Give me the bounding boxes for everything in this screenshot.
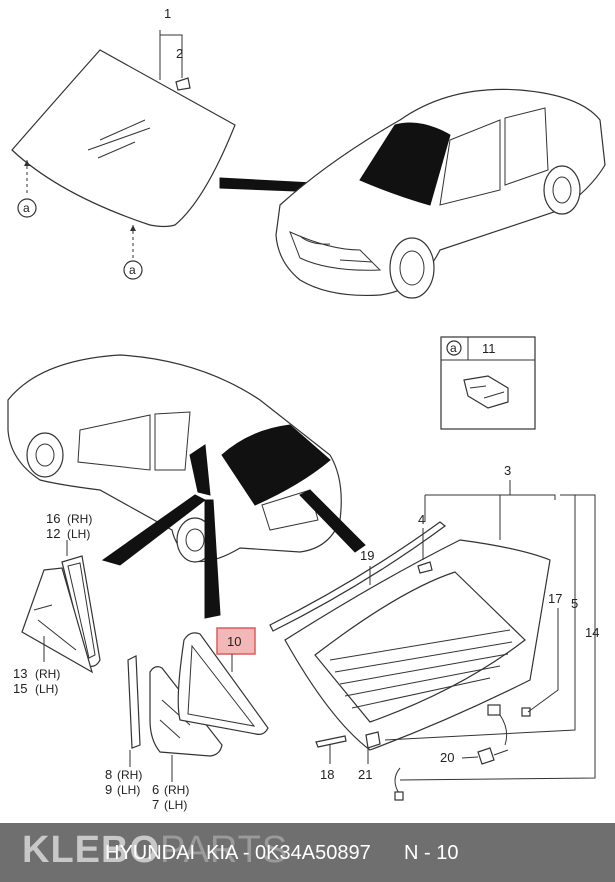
- callout-8: 8: [105, 767, 112, 782]
- highlight-callout-10: [216, 627, 256, 655]
- quarter-glass[interactable]: [21, 567, 93, 674]
- callout-18: 18: [320, 767, 334, 782]
- brand-logo: KLEBOPARTS: [22, 829, 289, 871]
- label-rh: (RH): [164, 783, 189, 797]
- callout-11: 11: [482, 341, 496, 356]
- bolt-20[interactable]: [477, 747, 509, 765]
- rear-window-glass[interactable]: [284, 539, 551, 751]
- callout-10: 10: [227, 634, 241, 649]
- windshield-glass[interactable]: [11, 49, 236, 228]
- callout-15: 15: [13, 681, 27, 696]
- label-rh: (RH): [117, 768, 142, 782]
- leader-line: [160, 34, 183, 78]
- pointer-arrow: [101, 494, 206, 566]
- callout-19: 19: [360, 548, 374, 563]
- footer-bar: KLEBOPARTS HYUNDAI KIA - 0K34A50897 N - …: [0, 823, 615, 882]
- label-rh: (RH): [67, 512, 92, 526]
- ref-a-top: a: [23, 201, 30, 215]
- rear-window-strip-18[interactable]: [315, 735, 347, 748]
- leader-line: [384, 494, 576, 741]
- callout-5: 5: [571, 596, 578, 611]
- callout-2: 2: [176, 46, 183, 61]
- callout-21: 21: [358, 767, 372, 782]
- pointer-arrow: [204, 499, 221, 619]
- wire-harness[interactable]: [394, 704, 531, 801]
- callout-6: 6: [152, 782, 159, 797]
- label-lh: (LH): [117, 783, 140, 797]
- ref-circle-a: [123, 260, 143, 280]
- callout-13: 13: [13, 666, 27, 681]
- mounting-bracket-11[interactable]: [463, 375, 509, 409]
- callout-12: 12: [46, 526, 60, 541]
- label-lh: (LH): [67, 527, 90, 541]
- leader-line: [461, 756, 479, 759]
- callout-7: 7: [152, 797, 159, 812]
- parts-diagram: 1 2 a a a: [7, 6, 606, 812]
- rear-window-molding-19[interactable]: [269, 521, 446, 632]
- label-lh: (LH): [35, 682, 58, 696]
- callout-4: 4: [418, 512, 425, 527]
- callout-3: 3: [504, 463, 511, 478]
- rear-window-clip-4[interactable]: [417, 561, 433, 574]
- leader-line: [527, 608, 559, 713]
- label-rh: (RH): [35, 667, 60, 681]
- leader-line: [399, 494, 596, 781]
- callout-16: 16: [46, 511, 60, 526]
- arrow-icon: [130, 225, 136, 231]
- callout-1: 1: [164, 6, 171, 21]
- arrow-icon: [24, 160, 30, 166]
- callout-20: 20: [440, 750, 454, 765]
- leader-line: [425, 494, 556, 500]
- callout-14: 14: [585, 625, 599, 640]
- rear-window-connector-21[interactable]: [365, 731, 381, 749]
- windshield-clip[interactable]: [175, 77, 191, 91]
- weatherstrip-10[interactable]: [177, 632, 269, 735]
- door-molding-8-9[interactable]: [127, 655, 141, 749]
- callout-17: 17: [548, 591, 562, 606]
- ref-a-box: a: [450, 341, 457, 355]
- ref-a-bottom: a: [129, 263, 136, 277]
- front-car-illustration: [275, 88, 606, 299]
- rear-car-illustration: [7, 354, 342, 563]
- label-lh: (LH): [164, 798, 187, 812]
- ref-circle-a: [17, 198, 37, 218]
- callout-9: 9: [105, 782, 112, 797]
- part-number-caption: HYUNDAI KIA - 0K34A50897 N - 10: [105, 842, 459, 864]
- pointer-arrow: [299, 489, 366, 553]
